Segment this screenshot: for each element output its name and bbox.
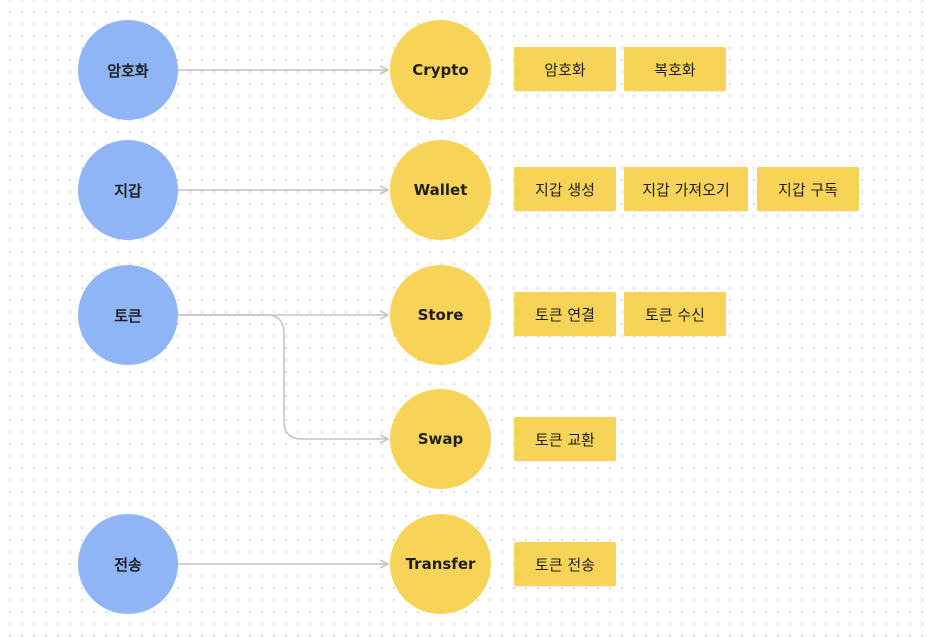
feature-tag-create-wallet[interactable]: 지갑 생성 (514, 167, 616, 211)
feature-tag-label: 토큰 연결 (535, 305, 595, 324)
module-node-label: Swap (417, 430, 464, 448)
feature-tag-swap-token[interactable]: 토큰 교환 (514, 417, 616, 461)
module-node-store[interactable]: Store (390, 265, 491, 365)
group-node-transfer[interactable]: 전송 (78, 514, 178, 614)
module-node-label: Store (417, 306, 464, 324)
feature-tag-decrypt[interactable]: 복호화 (624, 47, 726, 91)
feature-tag-connect-token[interactable]: 토큰 연결 (514, 292, 616, 336)
module-node-transfer[interactable]: Transfer (390, 514, 491, 614)
group-node-label: 지갑 (114, 181, 142, 200)
feature-tag-label: 지갑 생성 (535, 180, 595, 199)
feature-tag-label: 토큰 교환 (535, 430, 595, 449)
group-node-wallet[interactable]: 지갑 (78, 140, 178, 240)
group-node-label: 토큰 (114, 306, 142, 325)
feature-tag-label: 지갑 구독 (778, 180, 838, 199)
group-node-label: 암호화 (107, 61, 149, 80)
group-node-token[interactable]: 토큰 (78, 265, 178, 365)
module-node-wallet[interactable]: Wallet (390, 140, 491, 240)
feature-tag-label: 암호화 (544, 60, 586, 79)
feature-tag-encrypt[interactable]: 암호화 (514, 47, 616, 91)
feature-tag-label: 토큰 수신 (645, 305, 705, 324)
group-node-encryption[interactable]: 암호화 (78, 20, 178, 120)
module-node-label: Wallet (413, 181, 468, 199)
feature-tag-subscribe-wallet[interactable]: 지갑 구독 (757, 167, 859, 211)
module-node-label: Crypto (412, 61, 469, 79)
feature-tag-label: 복호화 (654, 60, 696, 79)
feature-tag-send-token[interactable]: 토큰 전송 (514, 542, 616, 586)
feature-tag-label: 지갑 가져오기 (642, 180, 730, 199)
module-node-swap[interactable]: Swap (390, 389, 491, 489)
module-node-crypto[interactable]: Crypto (390, 20, 491, 120)
feature-tag-import-wallet[interactable]: 지갑 가져오기 (624, 167, 748, 211)
feature-tag-label: 토큰 전송 (535, 555, 595, 574)
group-node-label: 전송 (114, 555, 142, 574)
feature-tag-receive-token[interactable]: 토큰 수신 (624, 292, 726, 336)
module-node-label: Transfer (405, 555, 476, 573)
connector-swap (178, 314, 388, 439)
